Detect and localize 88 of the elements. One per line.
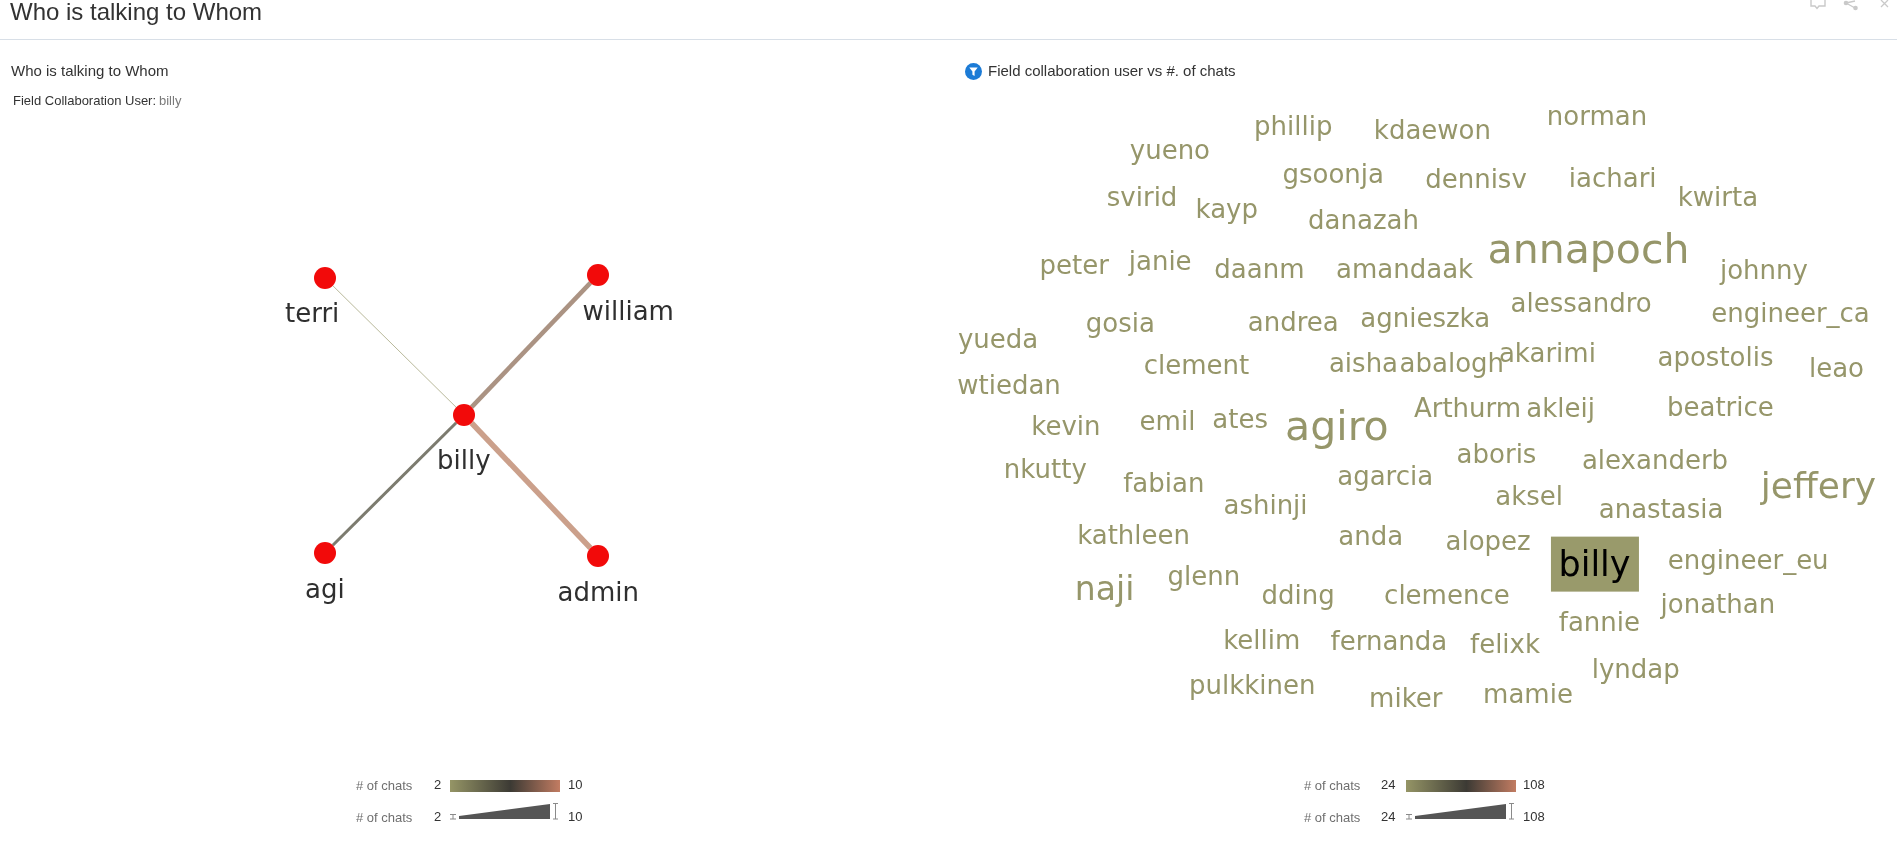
connector-line [469, 281, 593, 409]
word-cloud-term: yueda [957, 325, 1039, 352]
word-cloud-term: anastasia [1598, 496, 1724, 523]
page-title: Who is talking to Whom [10, 0, 263, 26]
word-cloud-term: Arthurm [1413, 394, 1522, 421]
word-cloud-term: clemence [1384, 582, 1510, 609]
legend-value: 10 [568, 809, 583, 825]
word-cloud-term: miker [1369, 685, 1443, 712]
legend-label: # of chats [1304, 810, 1361, 826]
word-cloud-term: kellim [1223, 627, 1301, 653]
connector-line [469, 421, 593, 550]
word-cloud-term: gsoonja [1282, 161, 1384, 188]
word-cloud-term: engineer_eu [1667, 547, 1829, 574]
word-cloud-term: engineer_ca [1711, 300, 1870, 327]
word-cloud-term: kdaewon [1373, 116, 1491, 143]
word-cloud-term: kevin [1031, 412, 1101, 439]
word-cloud-term: anda [1338, 523, 1404, 549]
node-label: terri [285, 300, 340, 326]
word-cloud-term: phillip [1254, 112, 1333, 139]
word-cloud-term: nkutty [1003, 456, 1087, 483]
word-cloud-term: wtiedan [957, 371, 1061, 398]
word-cloud-term: felixk [1470, 630, 1540, 657]
word-cloud-term: iachari [1568, 164, 1657, 191]
word-cloud-term: akleij [1526, 394, 1595, 421]
connector-line [332, 285, 457, 408]
node-label: admin [557, 579, 639, 605]
word-cloud-term: ates [1212, 405, 1268, 432]
word-cloud-term: daanm [1214, 255, 1305, 282]
word-cloud-term: emil [1139, 408, 1196, 434]
word-cloud-term: dennisv [1425, 166, 1527, 193]
word-cloud-term: fannie [1558, 608, 1640, 635]
word-cloud-term: peter [1039, 252, 1109, 278]
word-cloud-term: dding [1261, 582, 1335, 609]
node-label: william [582, 298, 674, 324]
word-cloud-term: agnieszka [1360, 305, 1491, 332]
word-cloud-term: apostolis [1657, 343, 1774, 370]
legend-label: # of chats [356, 778, 413, 794]
word-cloud-term: lyndap [1591, 656, 1680, 682]
word-cloud-term: fernanda [1330, 628, 1448, 655]
word-cloud-term: norman [1546, 103, 1648, 130]
word-cloud-term: jeffery [1760, 468, 1876, 505]
word-cloud-term: alopez [1445, 527, 1531, 554]
connector-line [331, 421, 458, 547]
word-cloud-term: beatrice [1666, 393, 1774, 420]
word-cloud-term: yueno [1129, 137, 1210, 163]
word-cloud-term: annapoch [1487, 228, 1690, 270]
legend-label: # of chats [1304, 778, 1361, 794]
word-cloud-term: aisha [1328, 349, 1399, 376]
word-cloud-term: aboris [1456, 440, 1537, 467]
filter-value: billy [159, 93, 182, 109]
word-cloud-term: alexanderb [1581, 446, 1729, 473]
word-cloud-term: janie [1128, 248, 1192, 275]
legend-value: 24 [1381, 809, 1396, 825]
word-cloud-term: kwirta [1677, 184, 1759, 211]
word-cloud-term: pulkkinen [1188, 671, 1316, 698]
word-cloud-term: mamie [1483, 681, 1573, 708]
word-cloud-term: fabian [1123, 469, 1205, 496]
node-label: billy [437, 447, 491, 473]
chart-title: Field collaboration user vs #. of chats [988, 62, 1236, 80]
word-cloud-term: amandaak [1336, 255, 1474, 282]
node-label: agi [305, 576, 345, 602]
legend-value: 2 [434, 809, 442, 825]
legend-value: 10 [568, 777, 583, 793]
word-cloud-term: leao [1808, 354, 1865, 381]
word-cloud-term: agiro [1285, 405, 1389, 447]
word-cloud-term: kathleen [1077, 521, 1191, 548]
word-cloud-term: kayp [1195, 196, 1258, 223]
word-cloud-term: glenn [1167, 562, 1241, 589]
word-cloud-term: jonathan [1660, 590, 1776, 617]
word-cloud-term: agarcia [1337, 462, 1434, 489]
word-cloud-term: aksel [1495, 483, 1564, 509]
word-cloud-term: andrea [1247, 308, 1339, 335]
word-cloud-term: alessandro [1510, 289, 1652, 316]
word-cloud-term: johnny [1719, 256, 1808, 283]
legend-value: 108 [1523, 809, 1545, 825]
word-cloud-term: naji [1074, 571, 1135, 605]
filter-label: Field Collaboration User: [13, 93, 157, 109]
word-cloud-term: danazah [1308, 207, 1419, 234]
word-cloud-term: svirid [1106, 184, 1178, 211]
legend-value: 108 [1523, 777, 1545, 793]
legend-label: # of chats [356, 810, 413, 826]
legend-value: 2 [434, 777, 442, 793]
legend-value: 24 [1381, 777, 1396, 793]
word-cloud-term: clement [1143, 352, 1250, 379]
word-cloud-term: ashinji [1223, 491, 1308, 518]
highlighted-term: billy [1550, 536, 1639, 592]
panel-title: Who is talking to Whom [11, 62, 169, 80]
word-cloud-term: gosia [1085, 310, 1155, 336]
